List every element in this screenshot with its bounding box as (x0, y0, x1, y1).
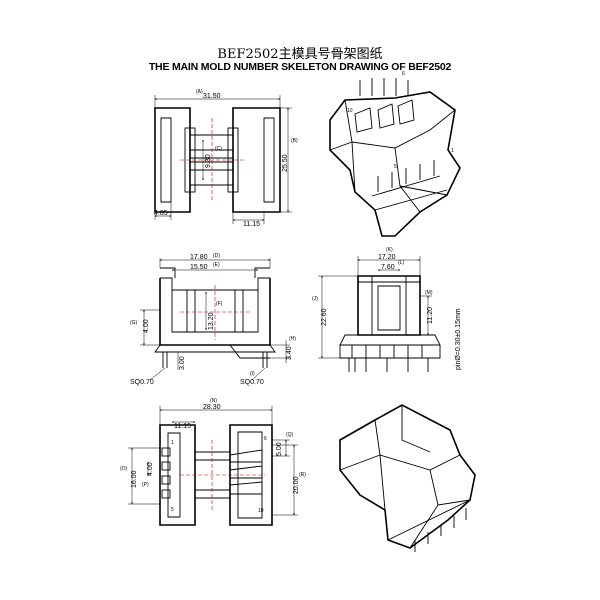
bottom-dim-right-pitch-tag: (Q) (286, 432, 294, 438)
side-dim-inner-tag: (L) (398, 260, 404, 266)
front-dim-inner-tag: (E) (213, 262, 220, 268)
top-view: 31.50 (A) 25.50 (B) 9.30 (C) 4.85 11.15 (154, 89, 298, 228)
top-dim-height-tag: (B) (291, 138, 298, 144)
front-view: 17.80 (D) 15.50 (E) 13.20 (F) 4.00 (G) 3… (130, 253, 296, 386)
side-dim-height-tag: (J) (312, 296, 318, 302)
bottom-pin-label-1: 1 (171, 440, 174, 446)
top-dim-width-tag: (A) (196, 89, 203, 95)
front-view-body (154, 267, 276, 368)
top-dim-inner-tag: (C) (215, 146, 222, 152)
iso-top-pin-label-5: 5 (394, 164, 397, 170)
side-dim-mid-tag: (M) (425, 290, 433, 296)
side-dim-width-tag: (K) (386, 247, 393, 253)
bottom-dim-offset: 11.15 (174, 423, 191, 430)
front-dim-left-h-tag: (G) (130, 320, 138, 326)
side-dim-inner: 7.60 (381, 264, 395, 271)
bottom-dim-right-pitch: 5.00 (276, 442, 283, 456)
side-dim-width: 17.20 (378, 254, 396, 261)
front-dim-left-h: 4.00 (143, 319, 150, 333)
bottom-dim-left-h: 16.00 (131, 470, 138, 488)
top-dim-offset: 11.15 (243, 221, 260, 228)
isometric-view-top: 10 6 5 1 (329, 71, 461, 237)
bottom-dim-right-h: 20.00 (293, 476, 300, 494)
front-dim-right-h-tag: (H) (289, 336, 296, 342)
bottom-dim-left-h-tag: (O) (120, 466, 128, 472)
iso-top-pin-label-1: 1 (451, 148, 454, 154)
front-dim-outer: 17.80 (190, 254, 208, 261)
drawing-title-english: THE MAIN MOLD NUMBER SKELETON DRAWING OF… (148, 61, 452, 73)
bottom-dim-width: 28.30 (203, 404, 221, 411)
bottom-pin-label-6: 6 (264, 436, 267, 442)
side-dim-height: 22.60 (321, 308, 328, 326)
bottom-dim-pitch: 4.00 (147, 462, 154, 476)
front-sq-right: SQ0.70 (240, 379, 264, 386)
isometric-view-bottom (339, 404, 476, 552)
front-dim-outer-tag: (D) (213, 253, 220, 259)
bottom-pin-label-10: 10 (258, 508, 264, 514)
bottom-view: 28.30 (N) 11.15 16.00 (O) 4.00 (P) 5.00 … (120, 398, 306, 526)
iso-top-pin-label-10: 10 (347, 108, 353, 114)
front-sq-left: SQ0.70 (130, 379, 154, 386)
top-dim-inner: 9.30 (205, 154, 212, 168)
front-dim-pin-gap: 3.00 (179, 356, 186, 370)
top-dim-width: 31.50 (203, 93, 221, 100)
top-view-body (154, 107, 281, 213)
bottom-dim-pitch-tag: (P) (142, 482, 149, 488)
drawing-title-chinese: BEF2502主模具号骨架图纸 (217, 47, 383, 62)
front-dim-window-tag: (F) (216, 301, 223, 307)
bottom-dim-width-tag: (N) (210, 398, 217, 404)
top-dim-left: 4.85 (154, 210, 168, 217)
bottom-view-body (159, 424, 273, 526)
top-dim-height: 25.50 (282, 154, 289, 172)
front-dim-window: 13.20 (208, 312, 215, 330)
bottom-pin-label-5: 5 (171, 507, 174, 513)
side-view: 17.20 (K) 7.60 (L) 22.60 (J) 11.20 (M) p… (312, 247, 462, 372)
side-pin-note: pinØ=0.30±0.15mm (455, 308, 462, 370)
side-dim-mid: 11.20 (427, 307, 434, 324)
bottom-dim-right-h-tag: (R) (299, 472, 306, 478)
front-dim-right-h: 3.40 (286, 346, 293, 360)
front-dim-inner: 15.50 (190, 264, 208, 271)
front-sq-right-tag: (I) (250, 371, 255, 377)
iso-top-pin-label-6: 6 (402, 71, 405, 77)
